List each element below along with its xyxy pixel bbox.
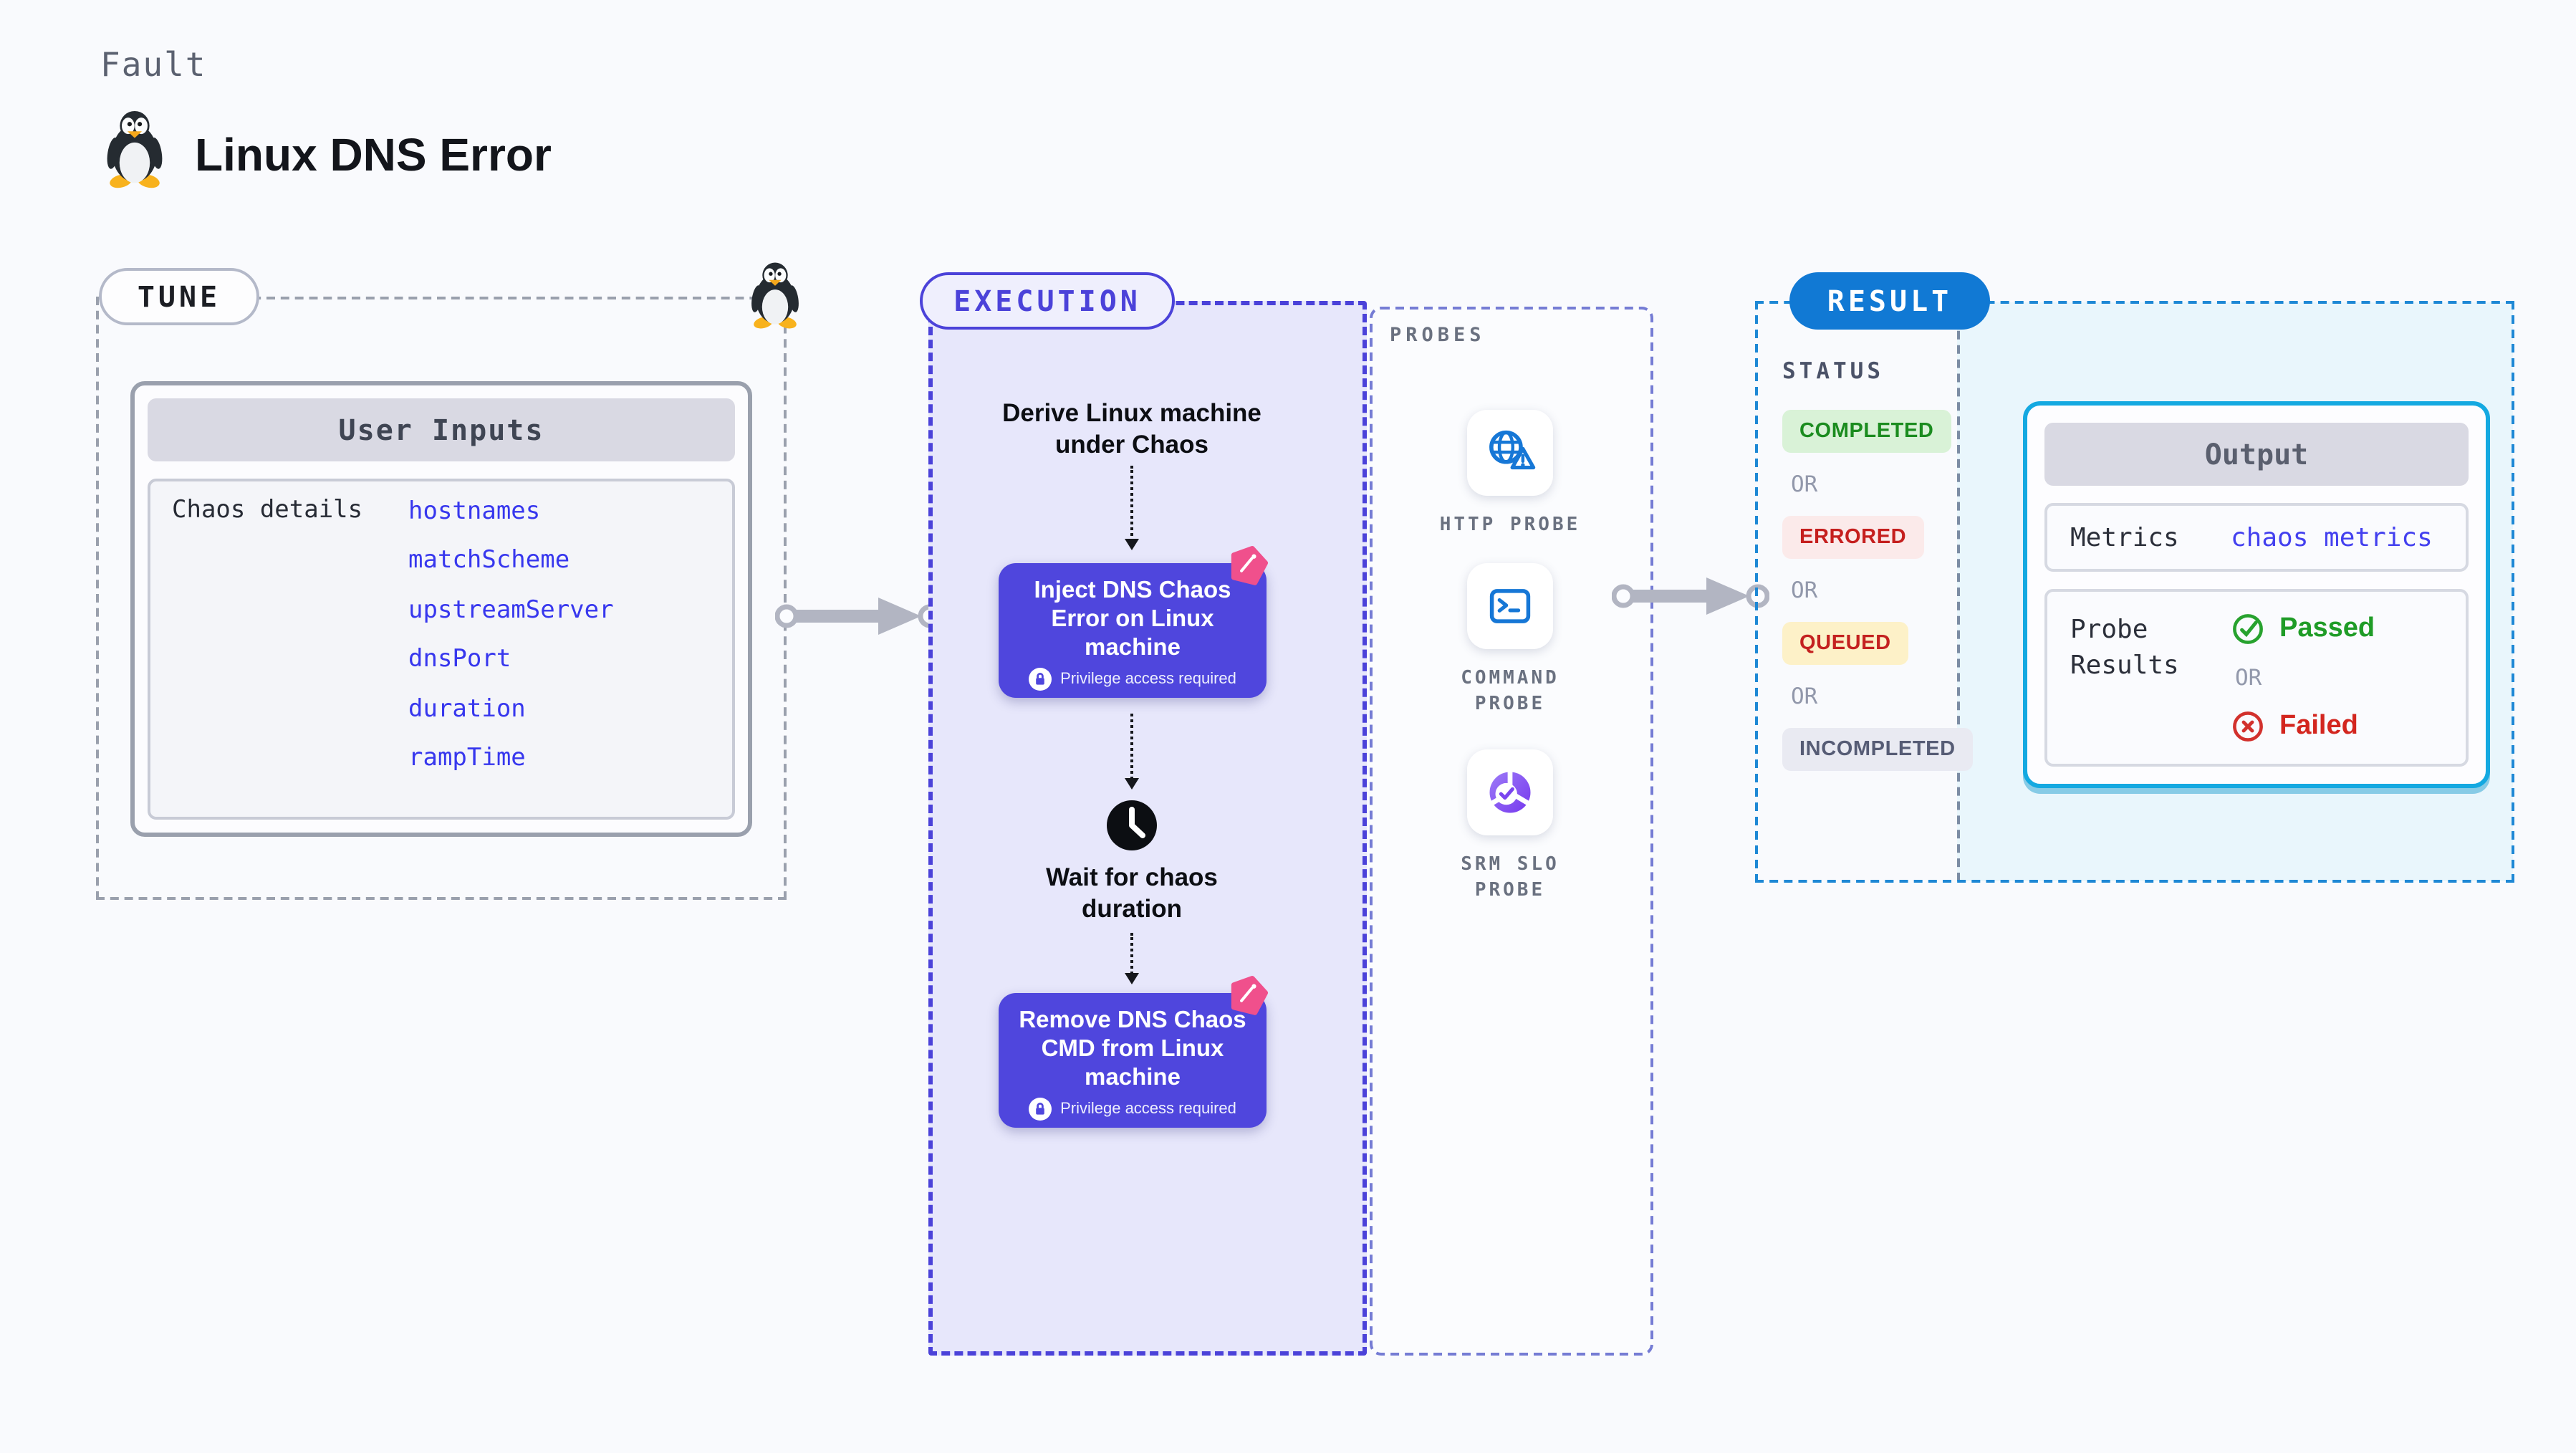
wait-duration-step: Wait for chaos duration xyxy=(1046,863,1218,923)
status-column: STATUS COMPLETED OR ERRORED OR QUEUED OR… xyxy=(1782,358,1973,771)
derive-machine-step: Derive Linux machine under Chaos xyxy=(1002,398,1261,459)
status-badge-queued: QUEUED xyxy=(1782,622,1908,665)
globe-alert-icon xyxy=(1489,430,1536,470)
command-probe-card xyxy=(1467,563,1553,649)
param-duration: duration xyxy=(408,694,526,724)
chaos-details-panel xyxy=(148,479,735,820)
lock-icon xyxy=(1029,1098,1052,1121)
inject-node-title: Inject DNS Chaos Error on Linux machine xyxy=(1034,577,1231,661)
probe-failed-row: Failed xyxy=(2231,709,2375,744)
tune-section-frame xyxy=(96,297,787,900)
privilege-note-text: Privilege access required xyxy=(1060,1100,1236,1118)
chaos-spark-icon xyxy=(1231,545,1269,585)
privilege-note: Privilege access required xyxy=(1019,668,1246,691)
probe-results-values: Passed OR Failed xyxy=(2231,612,2375,744)
param-matchscheme: matchScheme xyxy=(408,546,570,575)
probes-panel-label: PROBES xyxy=(1390,324,1486,347)
srm-slo-probe-label: SRM SLO PROBE xyxy=(1461,854,1559,901)
clock-icon xyxy=(1107,800,1157,850)
or-label: OR xyxy=(2235,665,2262,691)
param-ramptime: rampTime xyxy=(408,744,526,773)
dotted-arrow-icon xyxy=(1124,466,1139,550)
fault-eyebrow: Fault xyxy=(100,47,207,85)
inject-dns-chaos-node: Inject DNS Chaos Error on Linux machine … xyxy=(999,563,1267,698)
tune-section-pill: TUNE xyxy=(99,268,259,325)
param-dnsport: dnsPort xyxy=(408,645,511,674)
lock-icon xyxy=(1029,668,1052,691)
srm-slo-probe-card xyxy=(1467,749,1553,835)
status-badge-incompleted: INCOMPLETED xyxy=(1782,728,1973,771)
chaos-details-label: Chaos details xyxy=(172,496,363,524)
tux-penguin-corner-icon xyxy=(751,262,799,329)
terminal-icon xyxy=(1489,589,1531,623)
or-label: OR xyxy=(1791,684,1818,709)
execution-to-result-arrow-icon xyxy=(1612,577,1769,615)
status-badge-errored: ERRORED xyxy=(1782,516,1924,559)
privilege-note-text: Privilege access required xyxy=(1060,671,1236,688)
param-upstreamserver: upstreamServer xyxy=(408,595,614,625)
or-label: OR xyxy=(1791,577,1818,603)
execution-section-pill: EXECUTION xyxy=(920,272,1175,330)
remove-node-title: Remove DNS Chaos CMD from Linux machine xyxy=(1019,1007,1246,1090)
check-circle-icon xyxy=(2233,614,2263,644)
output-card: Output Metrics chaos metrics Probe Resul… xyxy=(2023,401,2490,788)
output-card-title: Output xyxy=(2044,423,2469,486)
probe-results-label: Probe Results xyxy=(2070,615,2179,681)
metrics-value: chaos metrics xyxy=(2231,522,2433,552)
probe-results-row: Probe Results Passed OR Failed xyxy=(2044,589,2469,767)
user-inputs-title: User Inputs xyxy=(148,398,735,461)
tux-penguin-icon xyxy=(107,110,163,188)
command-probe-label: COMMAND PROBE xyxy=(1461,668,1559,714)
dotted-arrow-icon xyxy=(1124,714,1139,790)
probe-passed-row: Passed xyxy=(2231,612,2375,646)
failed-label: Failed xyxy=(2279,711,2358,741)
param-hostnames: hostnames xyxy=(408,497,541,526)
passed-label: Passed xyxy=(2279,613,2375,643)
chaos-spark-icon xyxy=(1231,975,1269,1015)
remove-dns-chaos-node: Remove DNS Chaos CMD from Linux machine … xyxy=(999,993,1267,1128)
or-label: OR xyxy=(1791,471,1818,497)
chaos-params-list: hostnames matchScheme upstreamServer dns… xyxy=(408,487,614,783)
tune-to-execution-arrow-icon xyxy=(775,598,941,635)
result-section-pill: RESULT xyxy=(1789,272,1990,330)
metrics-label: Metrics xyxy=(2070,522,2179,552)
privilege-note: Privilege access required xyxy=(1019,1098,1246,1121)
status-badge-completed: COMPLETED xyxy=(1782,410,1951,453)
metrics-row: Metrics chaos metrics xyxy=(2044,503,2469,572)
x-circle-icon xyxy=(2233,711,2263,742)
slo-donut-check-icon xyxy=(1489,770,1531,813)
http-probe-label: HTTP PROBE xyxy=(1439,514,1581,536)
execution-section-frame xyxy=(928,301,1367,1356)
dotted-arrow-icon xyxy=(1124,933,1139,984)
status-heading: STATUS xyxy=(1782,358,1884,384)
page-title: Linux DNS Error xyxy=(195,129,552,181)
http-probe-card xyxy=(1467,410,1553,496)
